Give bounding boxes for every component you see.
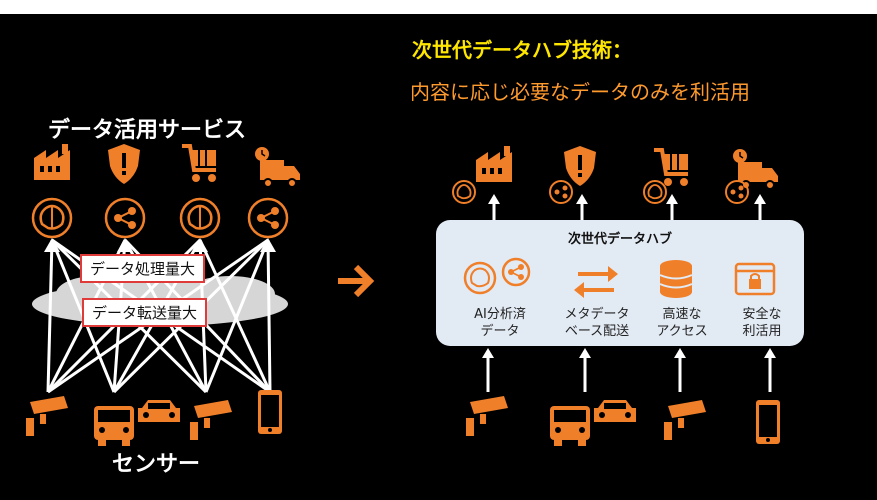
- shield-alert-icon: [564, 146, 596, 186]
- security-camera-icon: [190, 400, 232, 440]
- bus-icon: [94, 406, 134, 446]
- feature-ai-analyzed: AI分析済 データ: [474, 307, 526, 339]
- diagram-canvas: データ活用サービス: [0, 14, 877, 500]
- transition-arrow-icon: [338, 264, 375, 298]
- transfer-arrows-icon: [574, 266, 618, 298]
- right-graphics: [452, 146, 780, 446]
- hub-tech-heading: 次世代データハブ技術：: [412, 38, 632, 62]
- smartphone-icon: [258, 390, 282, 434]
- car-icon: [594, 400, 636, 422]
- left-title: データ活用サービス: [48, 118, 247, 143]
- shield-alert-icon: [108, 144, 140, 184]
- security-camera-icon: [26, 396, 68, 436]
- brain-icon: [463, 261, 497, 295]
- input-arrows: [482, 348, 776, 392]
- hub-title: 次世代データハブ: [567, 232, 672, 247]
- share-icon: [104, 197, 146, 239]
- delivery-truck-icon: [733, 149, 778, 190]
- share-icon: [501, 257, 531, 287]
- share-icon: [247, 197, 289, 239]
- delivery-truck-icon: [255, 147, 300, 188]
- feature-metadata-delivery: メタデータ ベース配送: [564, 307, 630, 339]
- share-icon: [549, 180, 573, 204]
- bus-icon: [550, 406, 590, 446]
- feature-fast-access: 高速な アクセス: [656, 307, 708, 339]
- secure-folder-icon: [734, 262, 776, 296]
- hub-feature-icons: [463, 257, 776, 298]
- factory-icon: [34, 144, 70, 180]
- processing-load-label: データ処理量大: [80, 254, 206, 283]
- brain-icon: [643, 180, 667, 204]
- hub-tech-subheading: 内容に応じ必要なデータのみを利活用: [410, 80, 750, 104]
- security-camera-icon: [466, 396, 508, 436]
- smartphone-icon: [756, 400, 780, 444]
- factory-icon: [476, 146, 512, 182]
- database-icon: [659, 260, 693, 298]
- brain-icon: [31, 197, 73, 239]
- car-icon: [138, 400, 180, 422]
- arrow-heads: [44, 238, 276, 252]
- sensor-label: センサー: [112, 452, 201, 477]
- cart-icon: [182, 144, 216, 182]
- brain-icon: [179, 197, 221, 239]
- brain-icon: [452, 180, 476, 204]
- security-camera-icon: [664, 400, 706, 440]
- transfer-load-label: データ転送量大: [82, 298, 208, 327]
- cart-icon: [654, 148, 688, 186]
- data-hub-panel: 次世代データハブ: [436, 220, 804, 346]
- share-icon: [725, 180, 749, 204]
- feature-secure-use: 安全な 利活用: [742, 307, 782, 339]
- output-arrows: [488, 194, 766, 220]
